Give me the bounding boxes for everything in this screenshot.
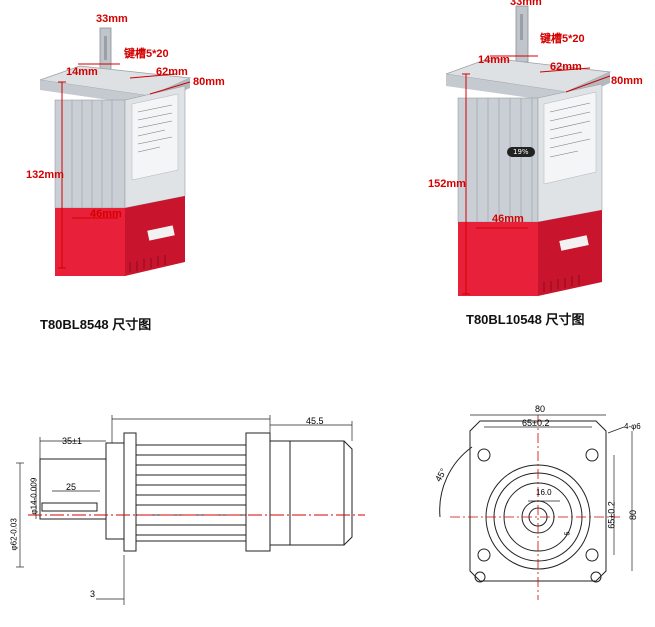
side-view-drawing [16, 415, 365, 605]
motor-photo-large [420, 0, 655, 305]
small-dim-shaft-dia: 14mm [66, 66, 98, 78]
side-dim-35: 35±1 [62, 436, 82, 446]
motor-photo-small [0, 0, 240, 300]
zoom-badge: 19% [507, 147, 535, 157]
small-dim-spigot: 62mm [156, 66, 188, 78]
small-dim-body-length: 132mm [26, 169, 64, 181]
caption-large-motor: T80BL10548 尺寸图 [466, 312, 585, 327]
front-dim-65-top: 65±0.2 [522, 418, 550, 428]
motor-illustration-large [445, 5, 612, 296]
front-dim-holes: 4-φ6 [624, 422, 641, 431]
front-dim-65-right: 65±0.2 [606, 501, 617, 529]
side-dim-45-5: 45.5 [306, 416, 324, 426]
caption-small-motor: T80BL8548 尺寸图 [40, 317, 152, 332]
front-dim-5: 5 [564, 531, 572, 536]
large-dim-shaft-length: 33mm [510, 0, 542, 8]
large-dim-spigot: 62mm [550, 61, 582, 73]
front-view-drawing [439, 414, 633, 600]
small-dim-flange: 80mm [193, 76, 225, 88]
large-dim-shaft-dia: 14mm [478, 54, 510, 66]
side-dim-phi14: φ14-0.009 [29, 477, 39, 515]
motor-illustration-small [39, 27, 192, 276]
small-dim-shaft-length: 33mm [96, 13, 128, 25]
front-dim-80-right: 80 [628, 509, 639, 521]
side-dim-25: 25 [66, 482, 77, 492]
large-dim-body-length: 152mm [428, 178, 466, 190]
large-dim-encoder: 46mm [492, 213, 524, 225]
small-dim-key: 键槽5*20 [124, 48, 169, 60]
front-dim-16: 16.0 [536, 488, 552, 497]
large-dim-flange: 80mm [611, 75, 643, 87]
front-dim-80-top: 80 [535, 404, 546, 414]
small-dim-encoder: 46mm [90, 208, 122, 220]
side-dim-3: 3 [90, 589, 96, 599]
large-dim-key: 键槽5*20 [540, 33, 585, 45]
side-dim-phi62: φ62-0.03 [9, 518, 19, 551]
